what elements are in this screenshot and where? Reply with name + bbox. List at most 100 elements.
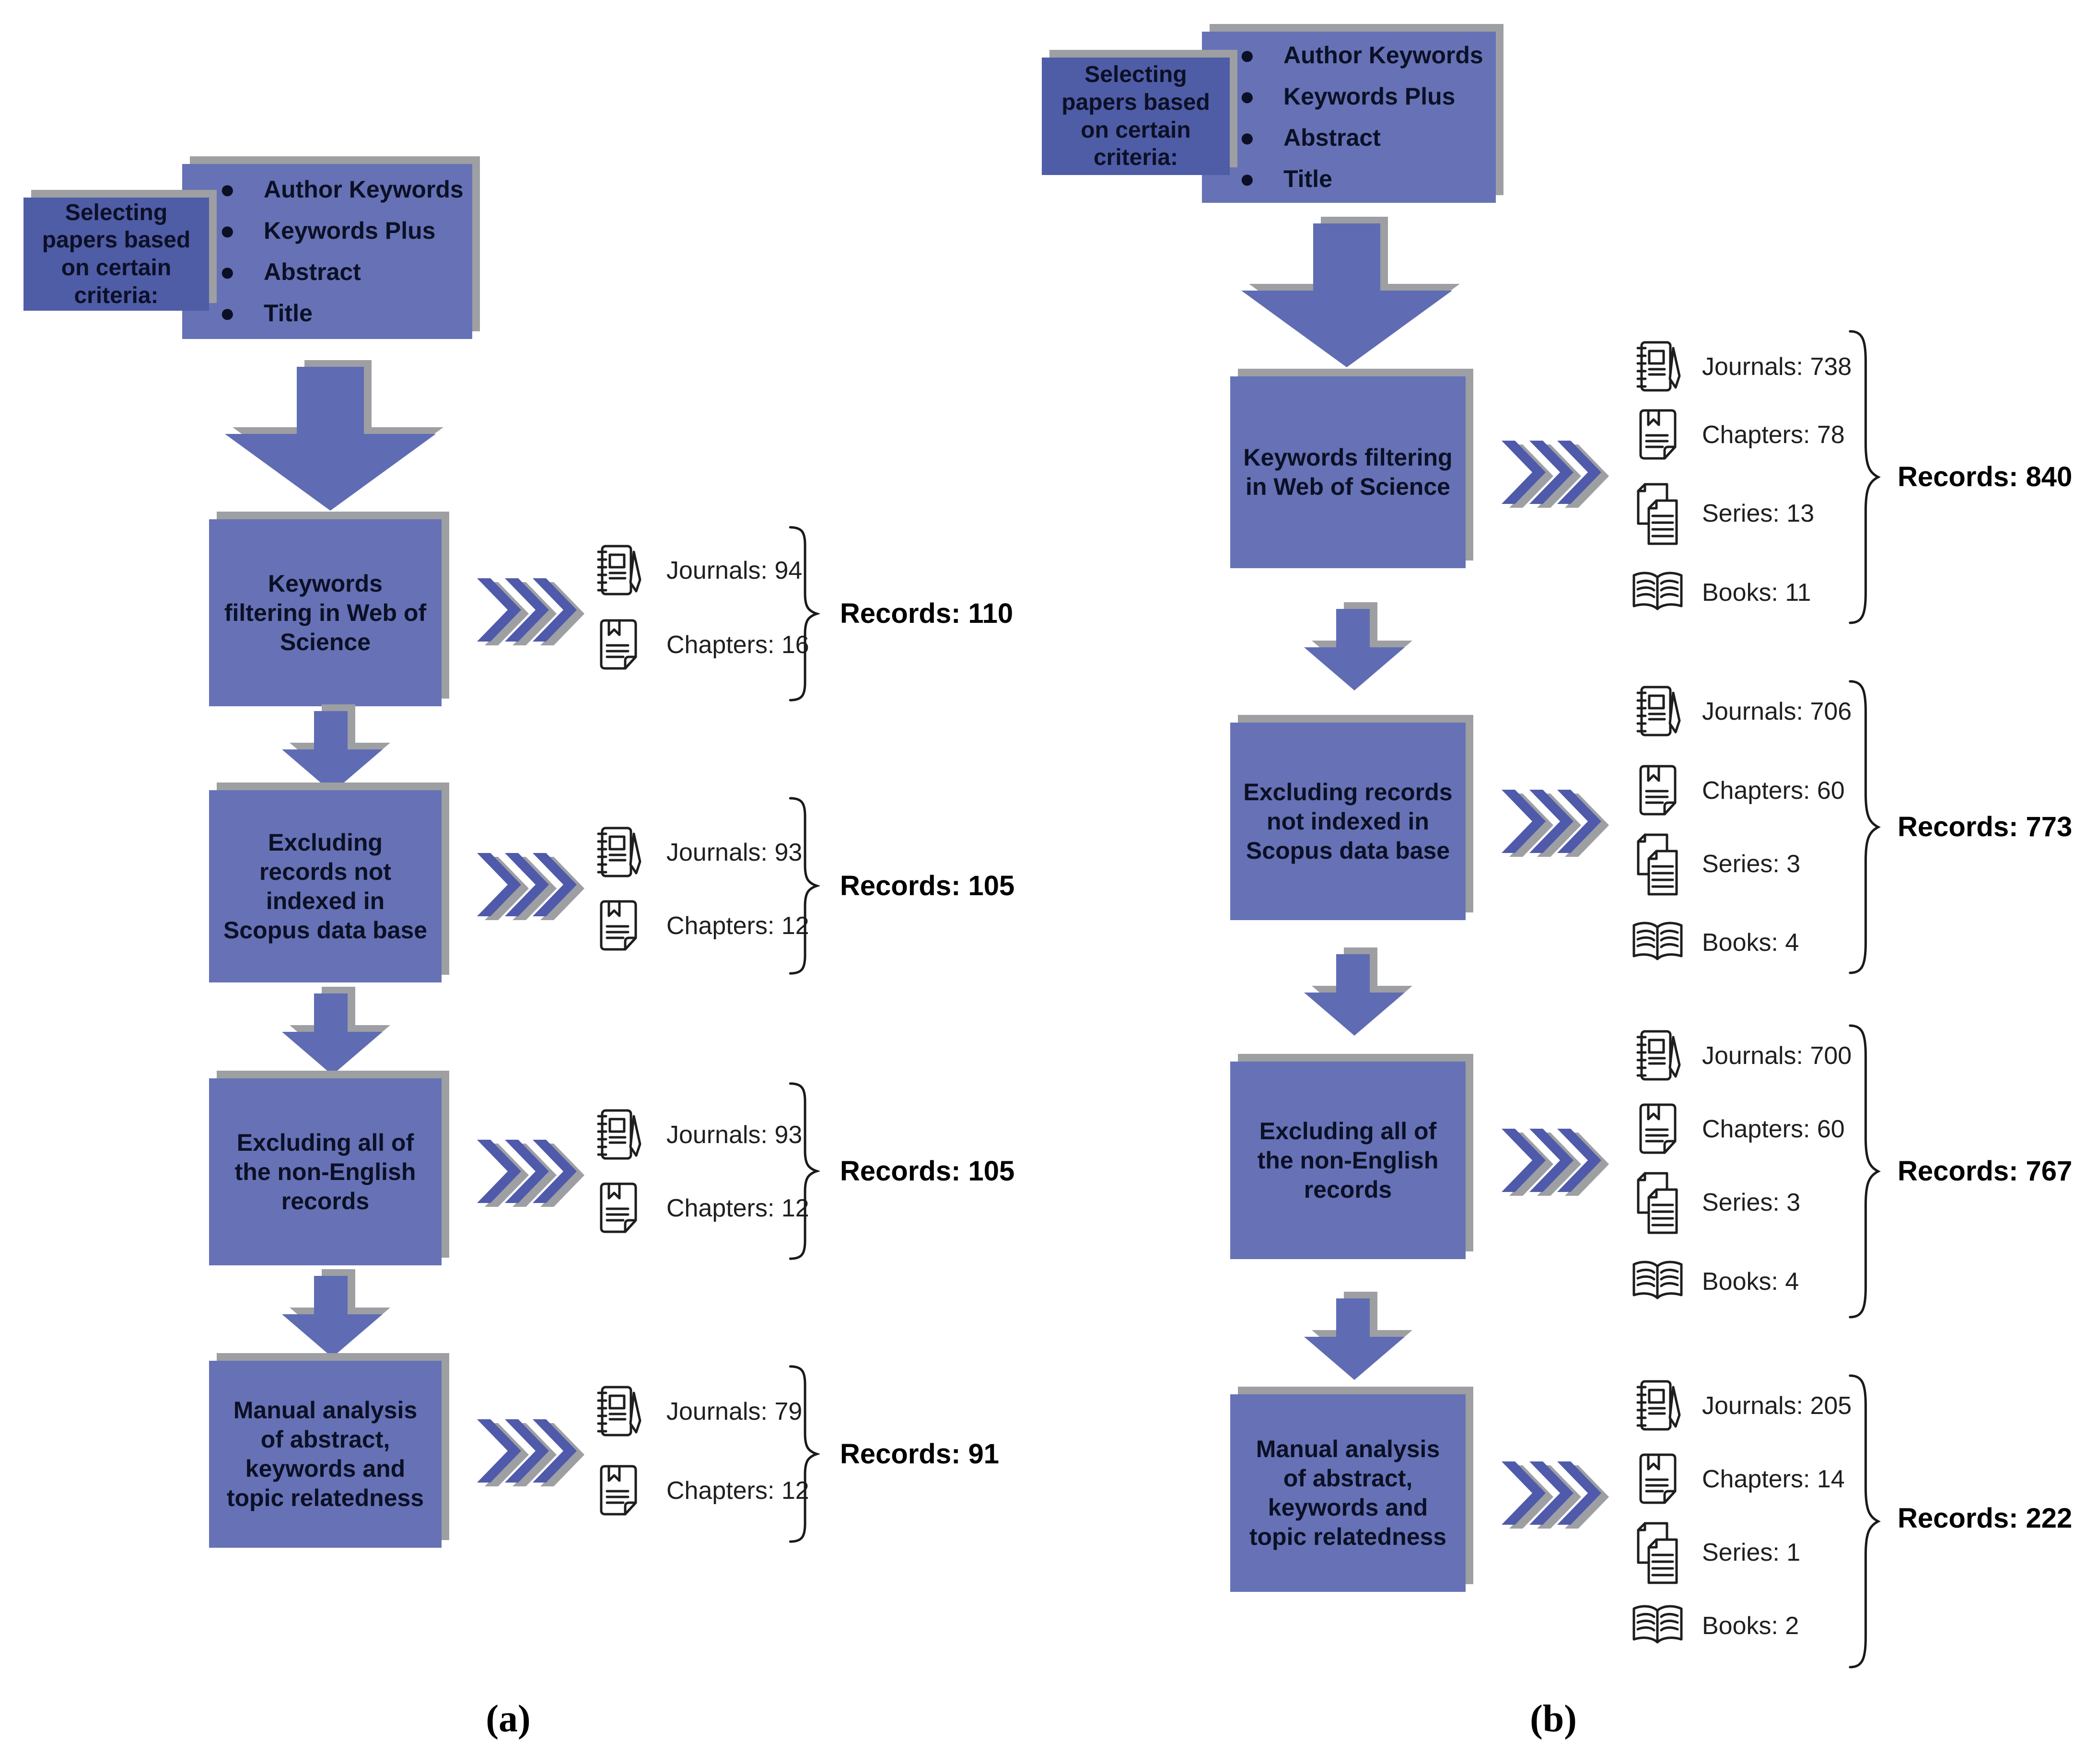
figure-caption-a: (a)	[486, 1698, 531, 1740]
chapter-icon	[1634, 763, 1682, 818]
bullet-icon: ●	[1239, 123, 1255, 152]
book-icon	[1630, 1603, 1685, 1648]
figure-caption-b: (b)	[1530, 1698, 1577, 1740]
journal-count-label: Journals: 205	[1702, 1392, 1852, 1420]
records-total-label: Records: 105	[840, 1156, 1015, 1187]
stage-box-b1: Keywords filtering in Web of Science	[1230, 376, 1466, 568]
stage-box-b4: Manual analysis of abstract, keywords an…	[1230, 1394, 1466, 1592]
stage-box-b2: Excluding records not indexed in Scopus …	[1230, 723, 1466, 920]
journal-icon	[1634, 1378, 1682, 1434]
criteria-item: ●Keywords Plus	[1239, 76, 1483, 117]
journal-count-label: Journals: 700	[1702, 1042, 1852, 1070]
down-arrow-icon	[282, 986, 390, 1075]
bullet-icon: ●	[1239, 164, 1255, 193]
criteria-list-a: ●Author Keywords ●Keywords Plus ●Abstrac…	[182, 169, 464, 334]
down-arrow-icon	[1241, 216, 1460, 367]
chevron-flow-icon	[1502, 1129, 1610, 1196]
chevron-flow-icon	[477, 578, 585, 646]
series-count-label: Series: 13	[1702, 500, 1815, 527]
book-count-label: Books: 11	[1702, 579, 1811, 607]
chapter-icon	[1634, 1452, 1682, 1507]
criteria-item: ●Keywords Plus	[220, 210, 464, 252]
bullet-icon: ●	[1239, 82, 1255, 111]
bullet-icon: ●	[220, 257, 235, 286]
series-icon	[1632, 1168, 1683, 1237]
chapter-count-label: Chapters: 12	[666, 912, 809, 940]
brace-icon	[1845, 678, 1881, 977]
down-arrow-icon	[282, 1268, 390, 1357]
chapter-count-label: Chapters: 60	[1702, 1115, 1845, 1143]
brace-icon	[785, 796, 820, 976]
chevron-flow-icon	[477, 1419, 585, 1487]
records-total-label: Records: 773	[1898, 811, 2073, 842]
criteria-list-box-a: ●Author Keywords ●Keywords Plus ●Abstrac…	[182, 164, 472, 339]
criteria-list-box-b: ●Author Keywords ●Keywords Plus ●Abstrac…	[1202, 32, 1496, 203]
chapter-count-label: Chapters: 78	[1702, 421, 1845, 449]
journal-count-label: Journals: 706	[1702, 698, 1852, 725]
brace-icon	[1845, 1022, 1881, 1321]
bullet-icon: ●	[220, 298, 235, 327]
brace-icon	[785, 525, 820, 702]
series-icon	[1632, 829, 1683, 899]
chapter-icon	[594, 1181, 642, 1236]
series-count-label: Series: 1	[1702, 1539, 1801, 1566]
chapter-icon	[1634, 408, 1682, 463]
chevron-flow-icon	[477, 853, 585, 921]
criteria-item: ●Abstract	[1239, 117, 1483, 159]
chapter-icon	[594, 1463, 642, 1519]
criteria-list-b: ●Author Keywords ●Keywords Plus ●Abstrac…	[1202, 35, 1483, 200]
down-arrow-icon	[282, 703, 390, 793]
book-count-label: Books: 2	[1702, 1612, 1799, 1640]
stage-box-a4: Manual analysis of abstract, keywords an…	[209, 1361, 442, 1548]
chevron-flow-icon	[477, 1140, 585, 1207]
chapter-icon	[1634, 1102, 1682, 1157]
stage-box-b3: Excluding all of the non-English records	[1230, 1062, 1466, 1259]
criteria-item: ●Title	[220, 293, 464, 334]
book-count-label: Books: 4	[1702, 1268, 1799, 1296]
down-arrow-icon	[225, 359, 443, 511]
journal-icon	[1634, 684, 1682, 739]
bullet-icon: ●	[220, 216, 235, 245]
chapter-count-label: Chapters: 12	[666, 1477, 809, 1505]
book-icon	[1630, 1259, 1685, 1304]
journal-count-label: Journals: 738	[1702, 353, 1852, 381]
series-icon	[1632, 479, 1683, 548]
series-count-label: Series: 3	[1702, 850, 1801, 878]
criteria-item: ●Author Keywords	[1239, 35, 1483, 76]
down-arrow-icon	[1304, 601, 1412, 690]
chapter-icon	[594, 899, 642, 954]
down-arrow-icon	[1304, 1291, 1412, 1380]
bullet-icon: ●	[1239, 40, 1255, 70]
criteria-item: ●Abstract	[220, 252, 464, 293]
chevron-flow-icon	[1502, 1461, 1610, 1529]
stage-box-a3: Excluding all of the non-English records	[209, 1078, 442, 1265]
records-total-label: Records: 767	[1898, 1156, 2073, 1187]
journal-count-label: Journals: 93	[666, 1121, 803, 1149]
criteria-item: ●Author Keywords	[220, 169, 464, 210]
journal-icon	[1634, 339, 1682, 395]
book-count-label: Books: 4	[1702, 929, 1799, 957]
criteria-item: ●Title	[1239, 159, 1483, 200]
stage-box-a2: Excluding records not indexed in Scopus …	[209, 790, 442, 982]
records-total-label: Records: 91	[840, 1438, 1000, 1470]
stage-box-a1: Keywords filtering in Web of Science	[209, 519, 442, 706]
series-icon	[1632, 1518, 1683, 1587]
brace-icon	[785, 1081, 820, 1261]
series-count-label: Series: 3	[1702, 1189, 1801, 1216]
chapter-count-label: Chapters: 14	[1702, 1465, 1845, 1493]
journal-icon	[594, 543, 642, 598]
journal-icon	[594, 1384, 642, 1439]
brace-icon	[1845, 327, 1881, 627]
records-total-label: Records: 840	[1898, 461, 2073, 492]
brace-icon	[1845, 1372, 1881, 1671]
records-total-label: Records: 110	[840, 598, 1014, 629]
chapter-count-label: Chapters: 16	[666, 631, 809, 659]
book-icon	[1630, 570, 1685, 615]
journal-count-label: Journals: 79	[666, 1398, 803, 1425]
brace-icon	[785, 1364, 820, 1544]
records-total-label: Records: 222	[1898, 1503, 2073, 1534]
chapter-count-label: Chapters: 60	[1702, 777, 1845, 805]
records-total-label: Records: 105	[840, 870, 1015, 901]
journal-icon	[594, 1108, 642, 1163]
journal-count-label: Journals: 94	[666, 557, 803, 584]
